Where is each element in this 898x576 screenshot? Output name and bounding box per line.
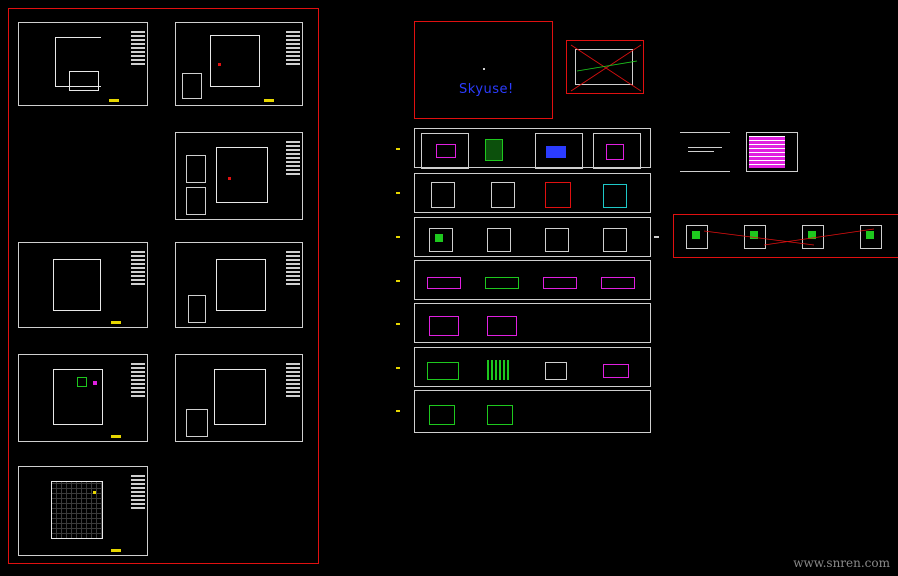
floor-plan-drawing	[53, 369, 103, 425]
title-block	[131, 475, 145, 511]
furniture-legend-table	[188, 295, 206, 323]
floor-plan-drawing	[51, 481, 103, 539]
sheet-label	[264, 99, 274, 102]
elevation-sheet-row-6[interactable]	[414, 347, 651, 387]
red-marker-icon	[218, 63, 221, 66]
elevation-drawing	[425, 178, 471, 212]
elevation-drawing	[539, 222, 585, 256]
strip-label-marker	[654, 236, 659, 238]
yellow-marker-icon	[93, 491, 96, 494]
title-block	[286, 31, 300, 67]
elevation-drawing	[481, 397, 527, 431]
cover-sheet[interactable]: Skyuse!	[414, 21, 553, 119]
sheet-label	[111, 435, 121, 438]
elevation-drawing	[481, 308, 527, 342]
title-block	[131, 31, 145, 67]
floorplan-sheet[interactable]	[18, 22, 148, 106]
magenta-marker-icon	[93, 381, 97, 385]
overview-plan-sheet[interactable]	[566, 40, 644, 94]
cover-dot-icon	[483, 68, 485, 70]
furniture-legend-table	[182, 73, 202, 99]
elevation-sheet-row-2[interactable]	[414, 173, 651, 213]
row-label-marker	[396, 192, 400, 194]
elevation-sheet-row-3[interactable]	[414, 217, 651, 257]
elevation-drawing	[423, 222, 469, 256]
elevation-drawing	[423, 267, 469, 301]
furniture-legend-table	[186, 187, 206, 215]
elevation-sheet-row-4[interactable]	[414, 260, 651, 300]
floorplan-sheet[interactable]	[175, 22, 303, 106]
material-table-sheet[interactable]	[746, 132, 798, 172]
green-furniture-icon	[77, 377, 87, 387]
elevation-drawing	[483, 178, 529, 212]
elevation-drawing	[423, 397, 469, 431]
title-block	[131, 251, 145, 287]
floor-plan-drawing	[214, 369, 266, 425]
sheet-label	[111, 321, 121, 324]
elevation-drawing	[481, 222, 527, 256]
notes-sheet[interactable]	[680, 132, 730, 172]
floor-plan-drawing	[210, 35, 260, 87]
sheet-label	[111, 549, 121, 552]
row-label-marker	[396, 323, 400, 325]
floor-plan-drawing	[53, 259, 101, 311]
detail-drawing	[856, 219, 898, 253]
elevation-sheet-row-7[interactable]	[414, 390, 651, 433]
elevation-drawing	[421, 133, 469, 169]
row-label-marker	[396, 236, 400, 238]
floorplan-sheet[interactable]	[18, 354, 148, 442]
detail-strip-frame[interactable]	[673, 214, 898, 258]
elevation-drawing	[539, 178, 585, 212]
red-cross-lines	[570, 44, 642, 92]
detail-drawing	[740, 219, 786, 253]
detail-drawing	[798, 219, 844, 253]
row-label-marker	[396, 367, 400, 369]
floorplan-group-frame	[8, 8, 319, 564]
detail-drawing	[682, 219, 728, 253]
red-marker-icon	[228, 177, 231, 180]
floorplan-sheet[interactable]	[175, 132, 303, 220]
furniture-legend-table	[186, 409, 208, 437]
row-label-marker	[396, 148, 400, 150]
elevation-drawing	[423, 354, 469, 388]
elevation-drawing	[481, 354, 527, 388]
floor-plan-drawing	[575, 49, 633, 85]
title-block	[286, 141, 300, 177]
elevation-sheet-row-5[interactable]	[414, 303, 651, 343]
row-label-marker	[396, 280, 400, 282]
title-block	[131, 363, 145, 399]
floor-plan-drawing	[216, 147, 268, 203]
floor-plan-drawing	[216, 259, 266, 311]
elevation-drawing	[535, 133, 583, 169]
floor-plan-drawing	[69, 71, 99, 91]
detail-link-lines	[703, 228, 875, 246]
title-block	[286, 363, 300, 399]
floor-plan-drawing	[55, 37, 101, 87]
floorplan-sheet[interactable]	[175, 242, 303, 328]
cover-title: Skyuse!	[459, 82, 514, 97]
elevation-sheet-row-1[interactable]	[414, 128, 651, 169]
floorplan-sheet[interactable]	[18, 242, 148, 328]
elevation-drawing	[477, 133, 523, 167]
elevation-drawing	[539, 267, 585, 301]
floorplan-sheet[interactable]	[175, 354, 303, 442]
elevation-drawing	[597, 267, 643, 301]
elevation-drawing	[539, 354, 585, 388]
row-label-marker	[396, 410, 400, 412]
elevation-drawing	[481, 267, 527, 301]
floorplan-sheet[interactable]	[18, 466, 148, 556]
elevation-drawing	[597, 354, 643, 388]
furniture-legend-table	[186, 155, 206, 183]
watermark-text: www.snren.com	[793, 556, 890, 570]
title-block	[286, 251, 300, 287]
elevation-drawing	[423, 308, 469, 342]
elevation-drawing	[597, 178, 643, 212]
sheet-label	[109, 99, 119, 102]
elevation-drawing	[593, 133, 641, 169]
material-table	[749, 136, 785, 168]
elevation-drawing	[597, 222, 643, 256]
